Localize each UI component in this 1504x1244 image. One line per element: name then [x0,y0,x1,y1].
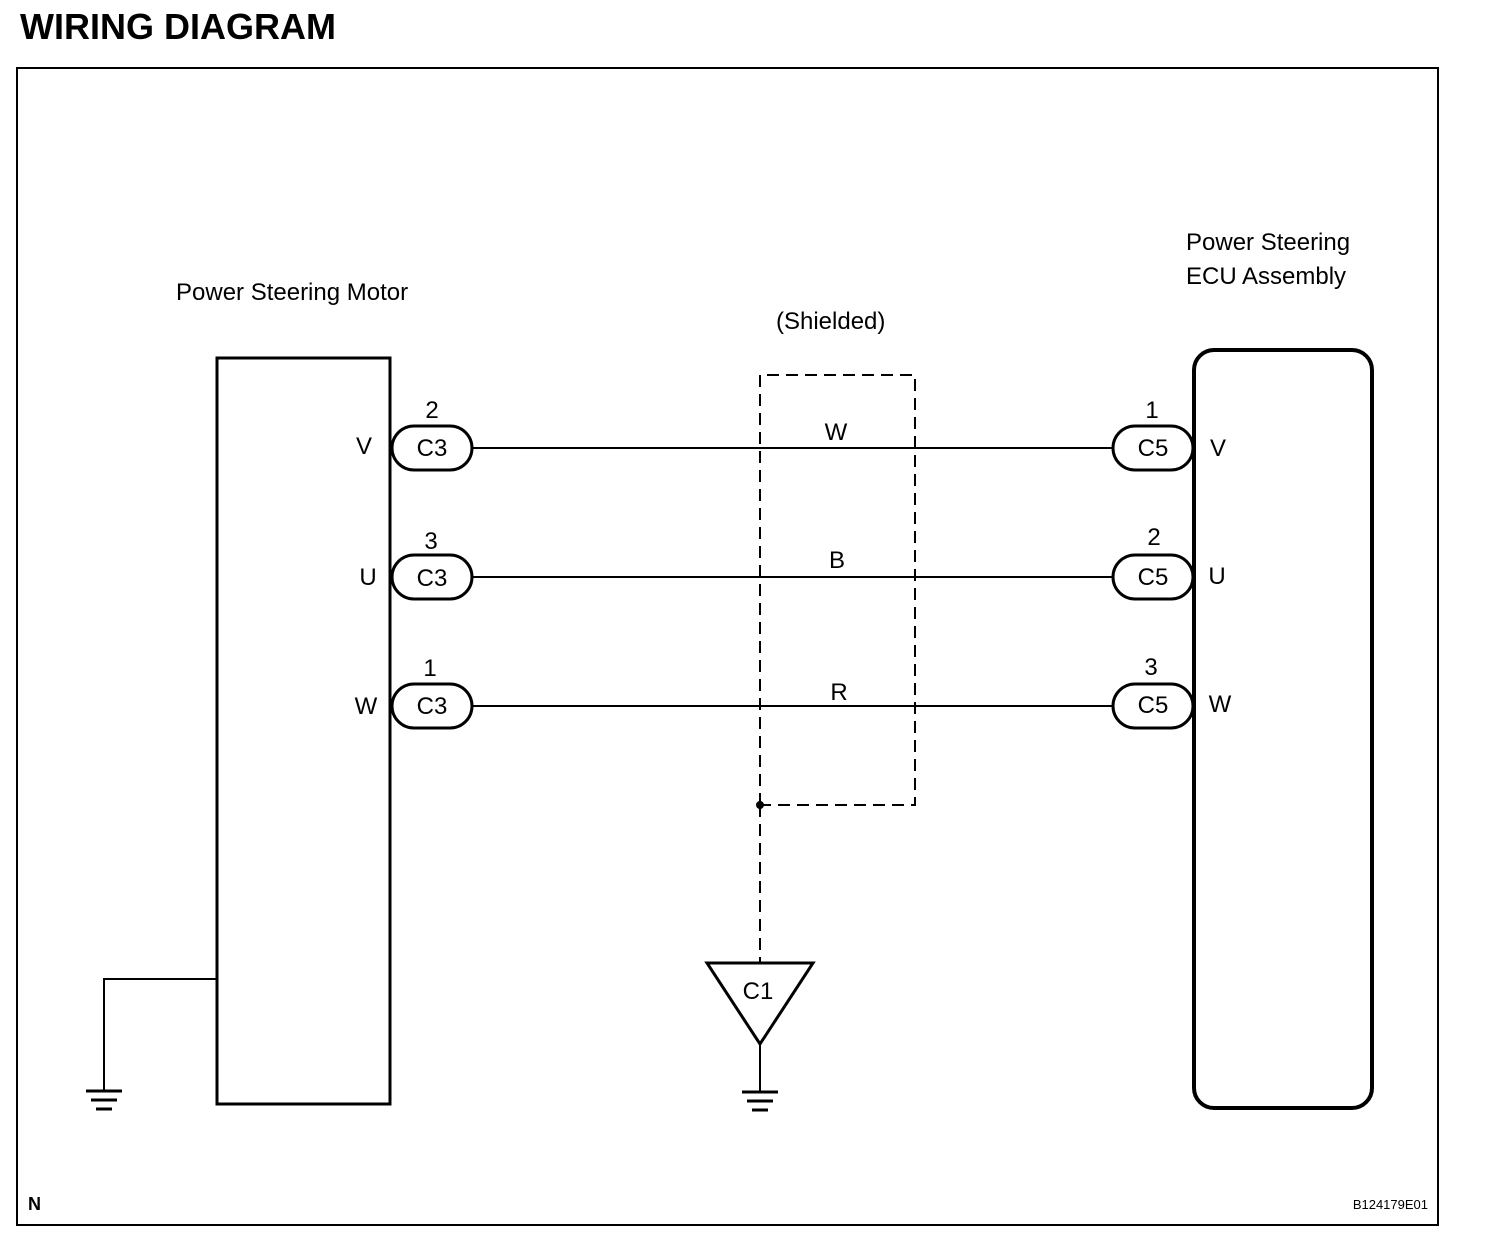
connector-c5-u [1111,553,1195,601]
motor-label: Power Steering Motor [176,279,408,306]
motor-pin-v: 2 [425,397,438,424]
footer-left-code: N [28,1194,41,1214]
ecu-terminal-w: W [1209,691,1232,718]
footer-figure-id: B124179E01 [1353,1197,1428,1212]
motor-pin-u: 3 [424,528,437,555]
diagram-frame [16,67,1439,1226]
ground-connector-label: C1 [743,978,774,1005]
connector-c3-u [390,553,474,601]
connector-c5-v-label: C5 [1138,435,1169,462]
connector-c3-w-label: C3 [417,693,448,720]
motor-pin-w: 1 [423,655,436,682]
ecu-box [1192,348,1374,1110]
ecu-label-line1: Power Steering [1186,229,1350,256]
connector-c3-v-label: C3 [417,435,448,462]
circuit-row-v: V 2 C3 W C5 1 V [356,397,1226,472]
ecu-label-line2: ECU Assembly [1186,263,1346,290]
ecu-terminal-u: U [1208,563,1225,590]
motor-ground-icon [86,1089,122,1111]
shield-box [759,374,916,806]
ecu-pin-u: 2 [1147,524,1160,551]
shield-junction-dot [756,801,764,809]
page-title: WIRING DIAGRAM [20,6,336,47]
connector-c3-u-label: C3 [417,565,448,592]
ecu-terminal-v: V [1210,435,1226,462]
circuit-row-w: W 1 C3 R C5 3 W [355,654,1232,730]
motor-terminal-u: U [359,564,376,591]
connector-c3-v [390,424,474,472]
ground-icon [742,1090,778,1112]
circuit-row-u: U 3 C3 B C5 2 U [359,524,1226,601]
connector-c5-u-label: C5 [1138,564,1169,591]
wire-color-v: W [825,419,848,446]
ecu-pin-v: 1 [1145,397,1158,424]
ground-connector-triangle [704,961,816,1047]
motor-box [215,356,392,1106]
ecu-pin-w: 3 [1144,654,1157,681]
motor-terminal-v: V [356,433,372,460]
connector-c3-w [390,682,474,730]
wire-color-w: R [830,679,847,706]
connector-c5-w [1111,682,1195,730]
wire-color-u: B [829,547,845,574]
connector-c5-v [1111,424,1195,472]
motor-terminal-w: W [355,693,378,720]
motor-ground-wire [103,978,217,1090]
shield-label: (Shielded) [776,308,885,335]
connector-c5-w-label: C5 [1138,692,1169,719]
